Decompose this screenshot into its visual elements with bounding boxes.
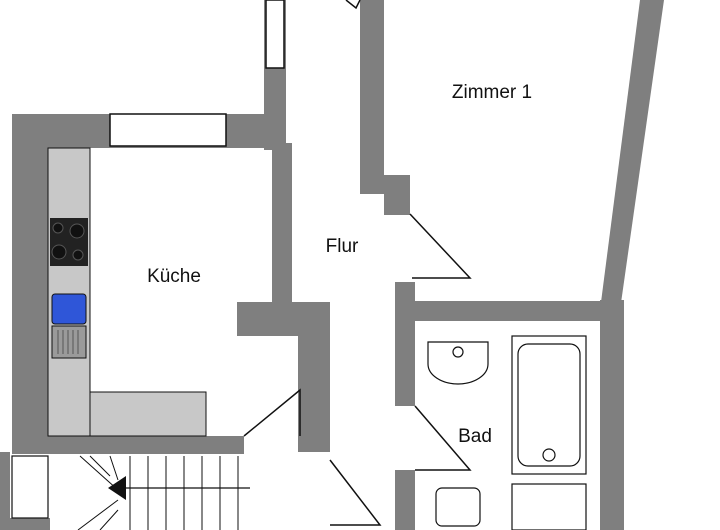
door-top: [345, 0, 361, 10]
bathtub-inner: [517, 343, 581, 467]
drain-icon: [542, 448, 556, 462]
outer-wall-right: [600, 0, 664, 310]
walls: [0, 0, 664, 530]
bath-wall-right: [600, 300, 624, 530]
kitchen-wall-left: [12, 114, 48, 454]
kitchen-fixtures: [47, 147, 207, 437]
kitchen-hall-wall: [272, 143, 292, 315]
stair-direction-arrow-icon: [108, 476, 126, 500]
room-labels: Zimmer 1 Flur Küche Bad: [147, 82, 532, 447]
doors: [243, 0, 472, 526]
stair-steps: [77, 455, 239, 530]
stair-wall-bottom: [0, 518, 50, 530]
burner-icon: [51, 244, 67, 260]
room-label-flur: Flur: [326, 236, 359, 257]
kitchen-window: [109, 113, 227, 147]
door-bath: [414, 405, 472, 471]
room-label-bad: Bad: [458, 426, 492, 447]
zimmer1-bath-wall: [395, 301, 623, 321]
shower-tray: [511, 483, 587, 530]
room-label-kueche: Küche: [147, 266, 201, 287]
burner-icon: [69, 223, 85, 239]
kitchen-sink-basin: [51, 293, 87, 325]
staircase: [11, 455, 250, 530]
drainboard-lines: [57, 330, 79, 354]
door-zimmer1: [409, 213, 472, 279]
bath-fixtures: [427, 335, 587, 530]
kitchen-sink-drainboard: [51, 325, 87, 359]
bath-wall-left-lower: [395, 470, 415, 530]
faucet-icon: [452, 346, 464, 358]
stair-wall-left: [0, 452, 10, 530]
toilet: [435, 487, 481, 527]
zimmer1-wall-corner: [384, 175, 410, 215]
windows: [109, 0, 285, 147]
stair-landing: [11, 455, 49, 519]
burner-icon: [72, 249, 84, 261]
kitchen-wall-bottom: [12, 436, 244, 454]
kitchen-counter-left: [47, 147, 91, 437]
door-stairs: [329, 459, 382, 526]
upper-window: [265, 0, 285, 69]
hall-wall-lower-left: [298, 302, 330, 452]
burner-icon: [52, 222, 64, 234]
room-label-zimmer1: Zimmer 1: [452, 82, 532, 103]
door-kitchen: [243, 388, 301, 437]
kitchen-counter-bottom: [89, 391, 207, 437]
zimmer1-wall-left: [360, 0, 384, 194]
washbasin: [427, 341, 489, 385]
bathtub: [511, 335, 587, 475]
bath-wall-left-upper: [395, 282, 415, 406]
